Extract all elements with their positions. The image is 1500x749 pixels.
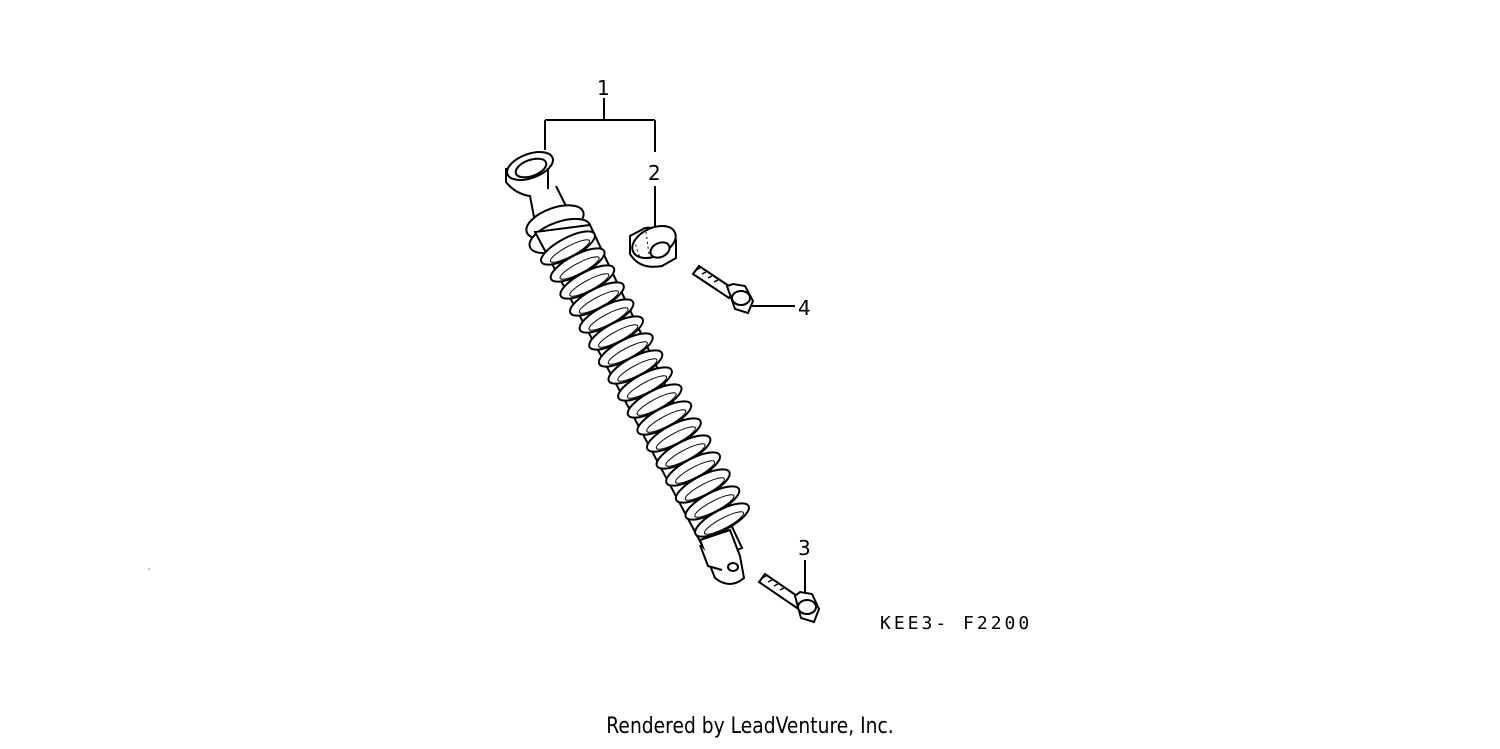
diagram-code: KEE3- F2200 xyxy=(880,613,1033,634)
leader-lines xyxy=(544,98,806,598)
speck xyxy=(148,568,150,570)
callout-2: 2 xyxy=(648,161,661,185)
coil-ring xyxy=(694,502,750,538)
coil-ring-inner xyxy=(703,511,745,535)
leader-1-bracket xyxy=(544,98,656,152)
callout-4: 4 xyxy=(798,296,811,320)
shock-lower-mount xyxy=(698,528,746,585)
lower-bolt-drawing xyxy=(757,572,821,624)
coil-spring xyxy=(540,230,750,538)
bushing-drawing xyxy=(629,225,677,268)
upper-bolt-drawing xyxy=(691,264,755,315)
callout-3: 3 xyxy=(798,536,811,560)
callout-1: 1 xyxy=(597,76,610,100)
footer-credit: Rendered by LeadVenture, Inc. xyxy=(606,714,894,739)
